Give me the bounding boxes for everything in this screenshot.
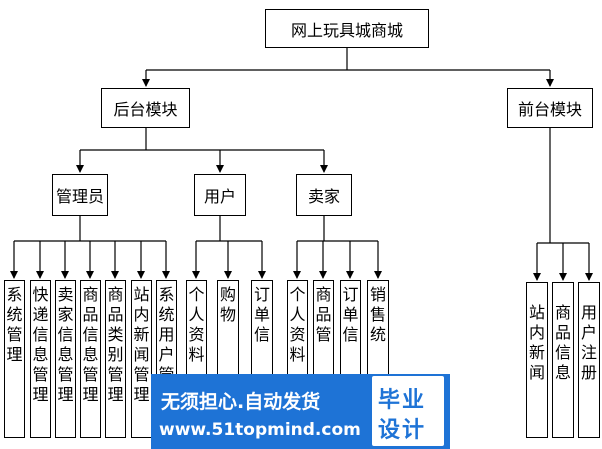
watermark-tagline: 无须担心.自动发货 (161, 391, 321, 413)
watermark-badge: 毕业 设计 (372, 376, 444, 446)
watermark-banner[interactable]: 无须担心.自动发货 www.51topmind.com 毕业 设计 (151, 374, 450, 449)
root-node: 网上玩具城商城 (265, 9, 429, 48)
seller-node: 卖家 (296, 174, 352, 216)
admin-leaf-news-manage: 站内新闻管理 (131, 280, 152, 438)
admin-leaf-express-manage: 快递信息管理 (30, 280, 51, 438)
backend-module-node: 后台模块 (101, 88, 190, 128)
watermark-badge-top: 毕业 (378, 388, 427, 413)
front-leaf-news: 站内新闻 (526, 282, 548, 438)
watermark-badge-bottom: 设计 (378, 418, 427, 443)
admin-leaf-system-manage: 系统管理 (4, 280, 25, 438)
front-leaf-products: 商品信息 (552, 282, 574, 438)
frontend-module-node: 前台模块 (507, 88, 593, 128)
watermark-url[interactable]: www.51topmind.com (159, 420, 361, 440)
front-leaf-register: 用户注册 (578, 282, 600, 438)
admin-leaf-category-manage: 商品类别管理 (105, 280, 126, 438)
user-node: 用户 (194, 174, 246, 216)
admin-node: 管理员 (52, 174, 108, 216)
admin-leaf-product-manage: 商品信息管理 (80, 280, 101, 438)
admin-leaf-seller-manage: 卖家信息管理 (55, 280, 76, 438)
